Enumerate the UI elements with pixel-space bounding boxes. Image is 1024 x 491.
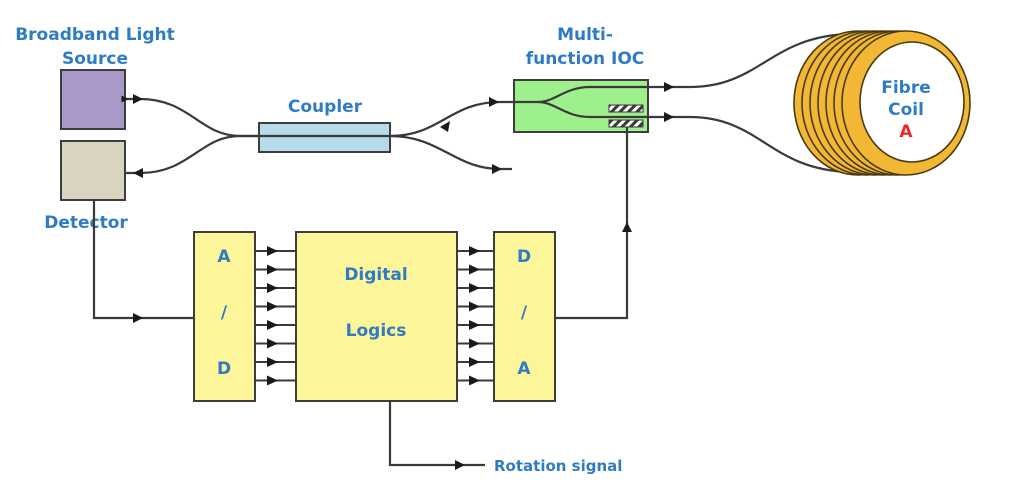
logic-label-line1: Digital [344, 265, 407, 285]
adc-label-line3: D [217, 359, 231, 379]
detector-block [60, 140, 126, 201]
adc-bus-arrow-icon-2 [267, 264, 278, 275]
digital-logics-block [295, 231, 458, 402]
dac-bus-arrow-icon-4 [469, 301, 480, 312]
dac-label-line2: / [521, 303, 528, 323]
detector-to-adc-line [92, 200, 194, 320]
output-label: Rotation signal [494, 457, 622, 475]
dac-label-line3: A [517, 359, 531, 379]
adc-label-line2: / [221, 303, 228, 323]
dead-end-arrow-icon [492, 164, 502, 174]
light-source-block [60, 69, 126, 130]
coil-marker-label: A [899, 122, 913, 142]
coil-label-line2: Coil [888, 100, 924, 120]
ioc-to-coil-lower-fiber [648, 115, 851, 174]
adc-block [193, 231, 256, 402]
output-arrow-icon [455, 460, 465, 470]
ioc-modulator-electrode-top [608, 104, 644, 113]
dac-bus-arrow-icon-5 [469, 320, 480, 330]
dac-label-line1: D [517, 247, 531, 267]
adc-bus-arrow-icon-4 [267, 301, 278, 312]
coupler-block [258, 122, 391, 153]
coupler-label: Coupler [288, 97, 363, 117]
dac-bus-arrow-icon-8 [469, 375, 480, 386]
coil-label-line1: Fibre [881, 78, 931, 98]
adc-bus-arrow-icon-6 [267, 338, 278, 349]
coil-out-arrow-icon [664, 82, 674, 92]
logic-to-output-line [388, 401, 485, 467]
dac-bus-arrow-icon-6 [469, 338, 480, 349]
coupler-to-ioc-fiber [389, 100, 514, 138]
dac-bus-arrow-icon-7 [469, 357, 480, 367]
fibre-coil [793, 30, 971, 176]
adc-input-arrow-icon [133, 313, 143, 323]
coupler-to-detector-fiber [125, 134, 260, 175]
coupler-dead-end-fiber [389, 134, 512, 171]
adc-bus-arrow-icon-8 [267, 375, 278, 386]
ioc-modulator-electrode-bottom [608, 119, 644, 128]
ioc-to-coil-upper-fiber [648, 32, 851, 89]
adc-bus-arrow-icon-1 [267, 246, 278, 256]
dac-bus-arrow-icon-3 [469, 283, 480, 293]
light-source-label-line2: Source [62, 49, 128, 69]
ioc-input-arrow-icon [489, 97, 499, 107]
adc-to-logic-bus [255, 246, 296, 386]
adc-bus-arrow-icon-5 [267, 320, 278, 330]
logic-label-line2: Logics [346, 321, 407, 341]
ioc-control-arrow-icon [622, 222, 632, 232]
dac-to-ioc-line [555, 127, 629, 320]
ioc-label-line2: function IOC [526, 49, 645, 69]
dac-bus-arrow-icon-2 [469, 264, 480, 275]
adc-bus-arrow-icon-3 [267, 283, 278, 293]
detector-arrow-icon [133, 168, 143, 178]
ioc-y-junction-lower [537, 100, 648, 119]
ioc-return-arrow-icon [440, 121, 450, 132]
source-to-coupler-fiber [121, 95, 260, 138]
dac-bus-arrow-icon-1 [469, 246, 480, 256]
detector-label: Detector [44, 213, 128, 233]
dac-block [493, 231, 556, 402]
light-source-label-line1: Broadband Light [15, 25, 175, 45]
coil-in-arrow-icon [664, 112, 674, 122]
ioc-label-line1: Multi- [557, 25, 613, 45]
source-arrow-icon [133, 94, 143, 104]
logic-to-dac-bus [457, 246, 494, 386]
adc-label-line1: A [217, 247, 231, 267]
adc-bus-arrow-icon-7 [267, 357, 278, 367]
